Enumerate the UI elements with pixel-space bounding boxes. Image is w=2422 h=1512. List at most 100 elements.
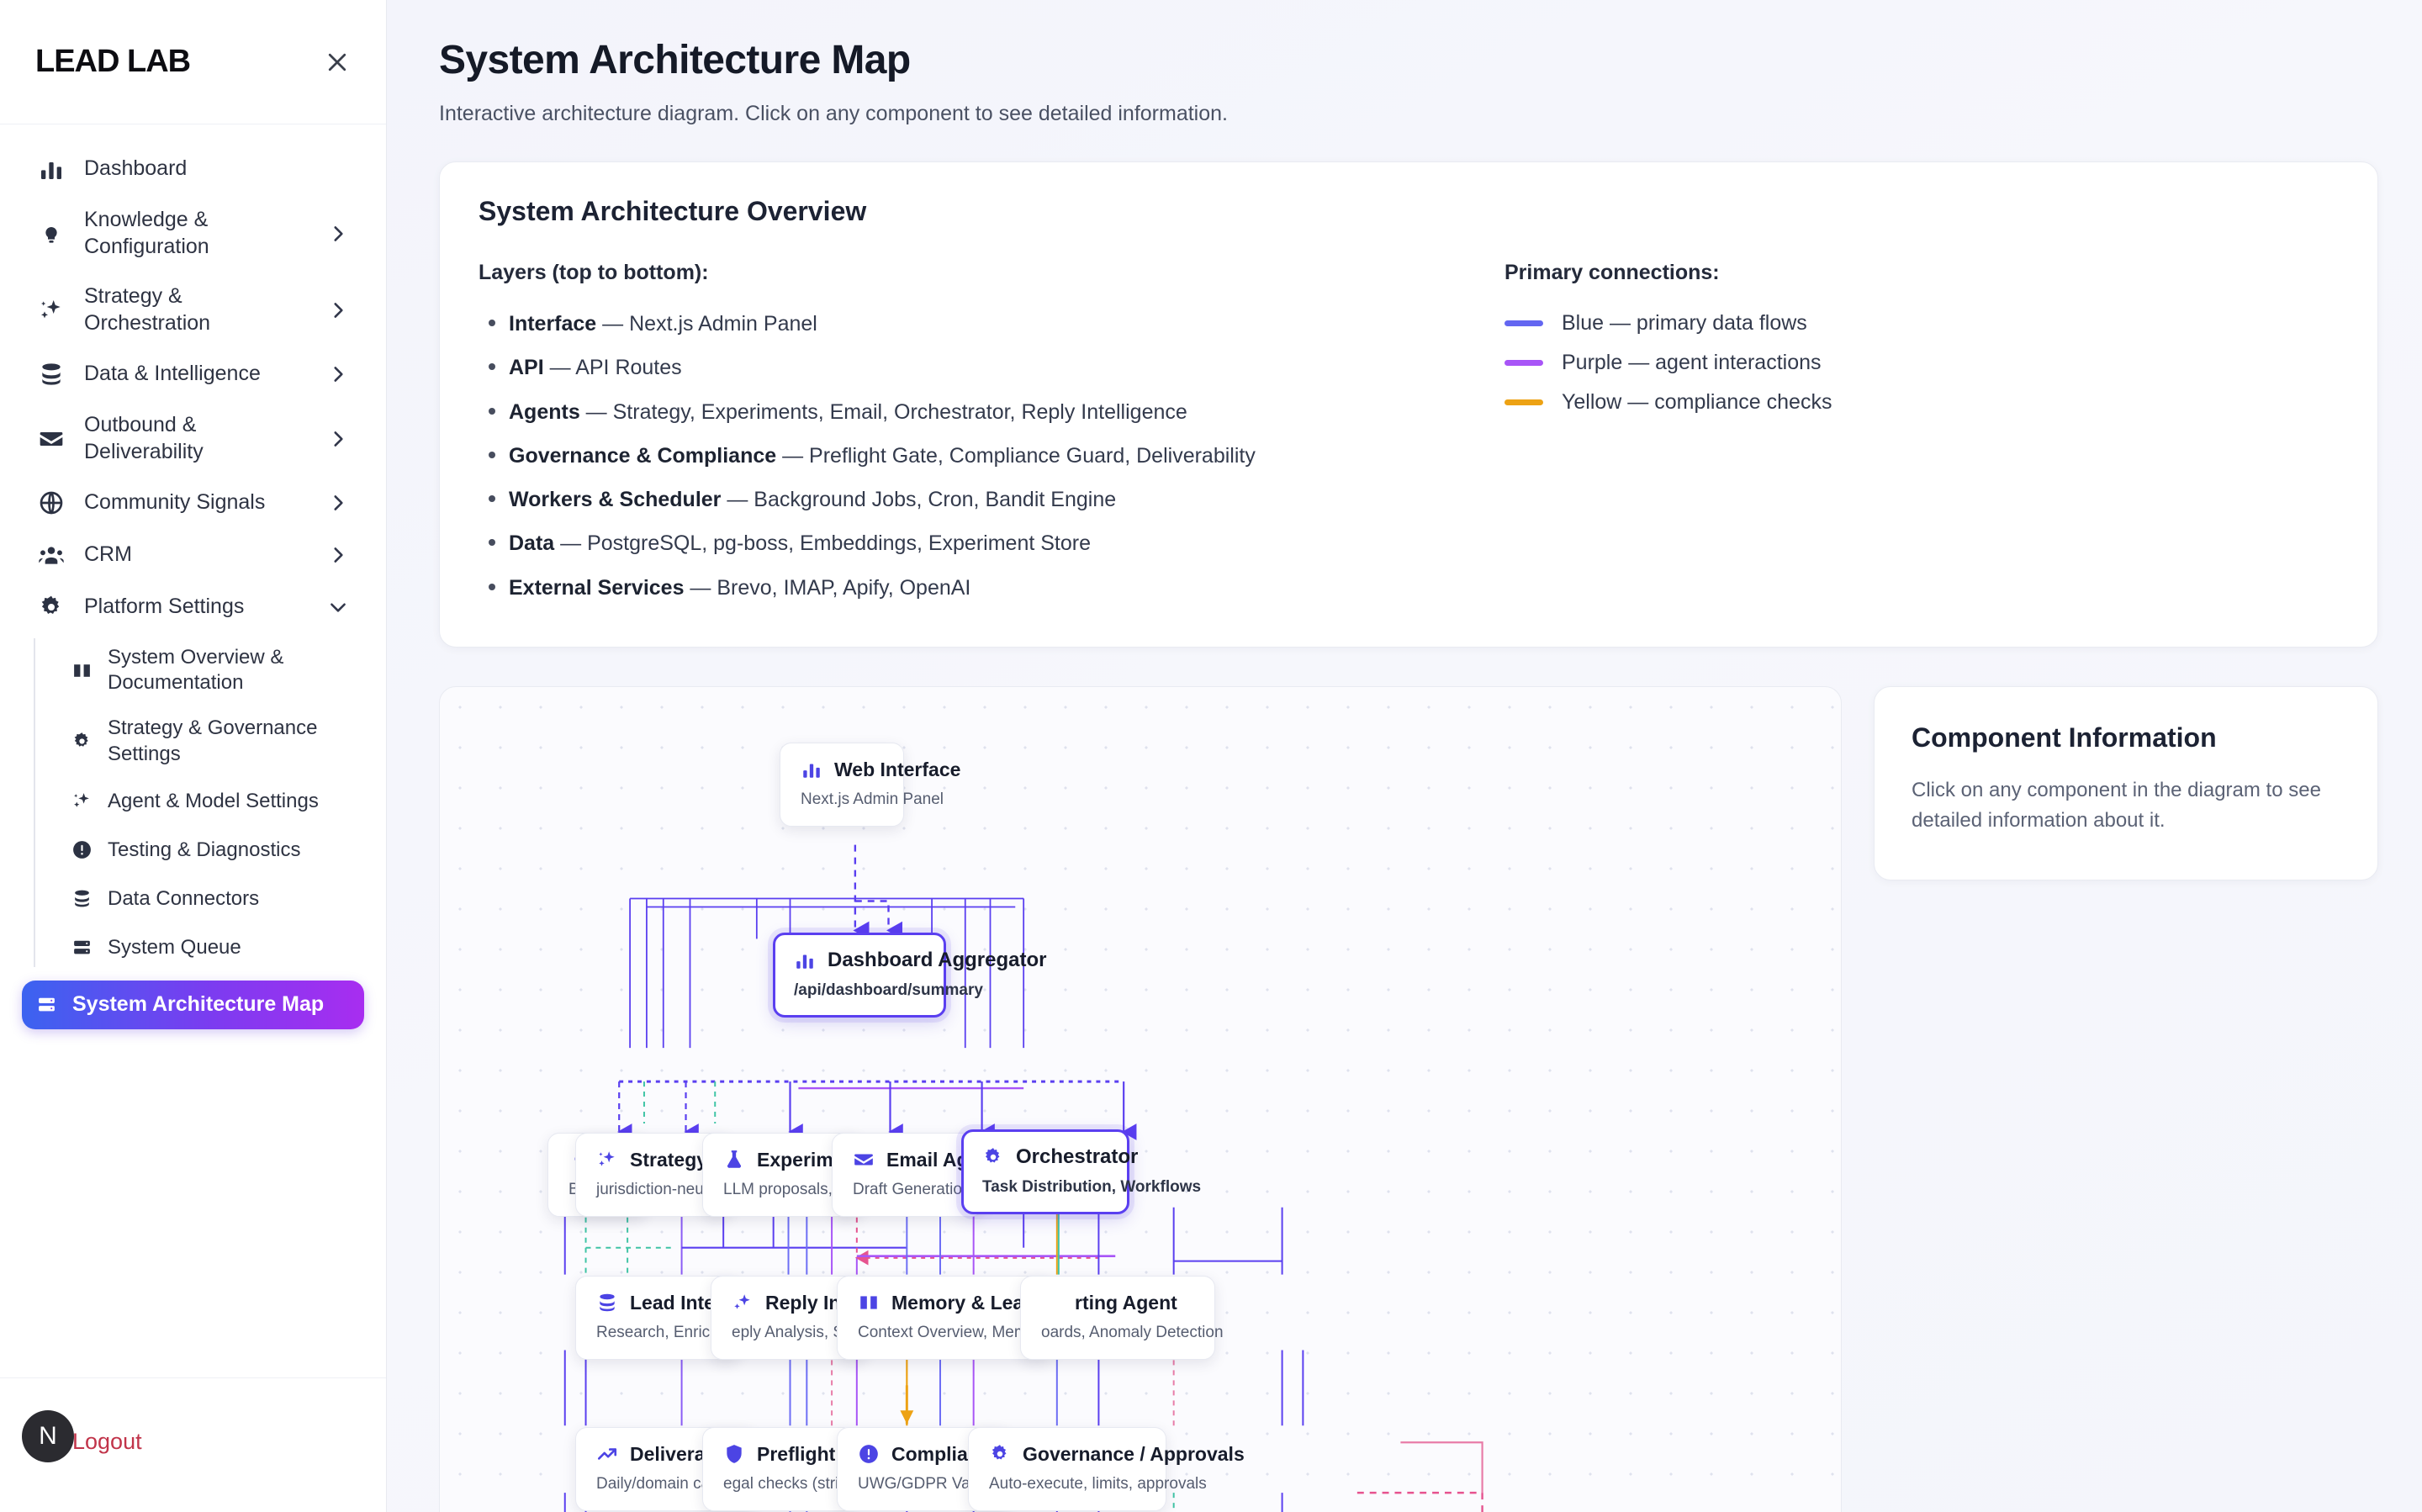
diagram-node-reporting-agent[interactable]: rting Agent oards, Anomaly Detection: [1020, 1275, 1224, 1360]
logout-button[interactable]: Logout: [72, 1429, 142, 1454]
trending-up-icon: [596, 1443, 618, 1465]
connections-legend: Blue — primary data flows Purple — agent…: [1504, 304, 2339, 422]
chevron-down-icon: [327, 596, 349, 618]
database-icon: [37, 360, 66, 389]
legend-swatch-yellow: [1504, 399, 1543, 405]
chevron-right-icon: [327, 223, 349, 245]
sidebar-item-label: CRM: [84, 542, 132, 567]
sidebar-item-outbound-deliverability[interactable]: Outbound & Deliverability: [22, 400, 364, 477]
diagram-inner: Web Interface Next.js Admin Panel Dashbo…: [440, 687, 1841, 1512]
bar-chart-icon: [794, 949, 816, 971]
alert-circle-icon: [71, 839, 93, 861]
globe-icon: [37, 489, 66, 517]
page-title: System Architecture Map: [439, 38, 911, 82]
close-icon[interactable]: [319, 44, 356, 81]
main-content: System Architecture Map Interactive arch…: [387, 0, 2422, 1512]
server-icon: [35, 994, 57, 1016]
sidebar-item-data-intelligence[interactable]: Data & Intelligence: [22, 348, 364, 400]
shield-icon: [723, 1443, 745, 1465]
chevron-right-icon: [327, 428, 349, 450]
chevron-right-icon: [327, 363, 349, 385]
sidebar-item-data-connectors[interactable]: Data Connectors: [57, 875, 364, 923]
info-panel-body: Click on any component in the diagram to…: [1912, 778, 2321, 832]
diagram-node-preflight-gate[interactable]: Preflight Gate egal checks (strict/warn/…: [702, 1426, 912, 1511]
node-title: Web Interface: [834, 758, 961, 780]
layers-list: Interface — Next.js Admin Panel API — AP…: [479, 302, 1454, 610]
node-desc: Auto-execute, limits, approvals: [989, 1474, 1207, 1493]
sidebar-nav: Dashboard Knowledge & Configuration Stra…: [0, 124, 386, 1377]
sidebar-item-system-architecture-map[interactable]: System Architecture Map: [22, 980, 364, 1029]
sidebar-item-dashboard[interactable]: Dashboard: [22, 143, 364, 195]
sidebar-item-label: Data & Intelligence: [84, 362, 261, 386]
sidebar-item-testing-diagnostics[interactable]: Testing & Diagnostics: [57, 826, 364, 875]
node-desc: /api/dashboard/summary: [794, 981, 983, 999]
connections-heading: Primary connections:: [1504, 261, 1720, 284]
sidebar-item-label: Knowledge & Configuration: [84, 208, 209, 258]
connections-column: Primary connections: Blue — primary data…: [1454, 261, 2339, 610]
node-desc: LLM proposals, guardrails, en: [723, 1180, 934, 1198]
sidebar-item-community-signals[interactable]: Community Signals: [22, 477, 364, 529]
lightbulb-icon: [37, 219, 66, 248]
legend-label: Purple — agent interactions: [1562, 351, 1822, 374]
legend-row: Blue — primary data flows: [1504, 304, 2339, 343]
node-desc: Context Overview, Memory Graph, Tone: [858, 1323, 1142, 1341]
legend-label: Blue — primary data flows: [1562, 311, 1807, 335]
envelope-icon: [853, 1149, 875, 1171]
sparkles-icon: [596, 1149, 618, 1171]
architecture-diagram-canvas[interactable]: Web Interface Next.js Admin Panel Dashbo…: [439, 685, 1842, 1512]
sidebar-item-strategy-governance-settings[interactable]: Strategy & Governance Settings: [57, 706, 364, 776]
gear-icon: [982, 1146, 1004, 1168]
sidebar-subitem-label: Data Connectors: [108, 886, 260, 910]
avatar[interactable]: N: [22, 1410, 74, 1462]
book-icon: [71, 659, 93, 681]
users-icon: [37, 541, 66, 569]
sidebar-item-system-queue[interactable]: System Queue: [57, 923, 364, 972]
diagram-node-orchestrator[interactable]: Orchestrator Task Distribution, Workflow…: [961, 1129, 1201, 1214]
envelope-icon: [37, 425, 66, 453]
node-desc: Research, Enrichment, Dedupe: [596, 1323, 820, 1341]
chevron-right-icon: [327, 299, 349, 321]
sidebar-item-label: Community Signals: [84, 490, 266, 515]
bar-chart-icon: [801, 759, 822, 780]
sidebar-subitem-label: Strategy & Governance Settings: [108, 716, 318, 765]
sidebar-item-platform-settings[interactable]: Platform Settings: [22, 581, 364, 633]
sidebar-subitem-label: System Overview & Documentation: [108, 646, 284, 695]
layer-item: Agents — Strategy, Experiments, Email, O…: [479, 390, 1454, 434]
diagram-node-governance-approvals[interactable]: Governance / Approvals Auto-execute, lim…: [968, 1426, 1245, 1511]
bar-chart-icon: [37, 155, 66, 183]
sidebar-active-label: System Architecture Map: [72, 992, 325, 1017]
layer-item: Workers & Scheduler — Background Jobs, C…: [479, 478, 1454, 521]
legend-swatch-blue: [1504, 320, 1543, 326]
node-desc: jurisdiction-neutral plan v10,: [596, 1180, 796, 1198]
diagram-node-dashboard-aggregator[interactable]: Dashboard Aggregator /api/dashboard/summ…: [773, 932, 1046, 1018]
sidebar-item-agent-model-settings[interactable]: Agent & Model Settings: [57, 777, 364, 826]
node-desc: Next.js Admin Panel: [801, 790, 944, 808]
sidebar-item-crm[interactable]: CRM: [22, 529, 364, 581]
sidebar-header: LEAD LAB: [0, 0, 386, 124]
layer-item: Governance & Compliance — Preflight Gate…: [479, 434, 1454, 478]
node-desc: Draft Generation, Personaliza: [853, 1180, 1064, 1198]
sidebar-item-knowledge-configuration[interactable]: Knowledge & Configuration: [22, 195, 364, 272]
legend-swatch-purple: [1504, 360, 1543, 366]
sidebar-subitem-label: System Queue: [108, 935, 241, 959]
sparkles-small-icon: [71, 790, 93, 812]
layers-heading: Layers (top to bottom):: [479, 261, 709, 284]
component-information-panel: Component Information Click on any compo…: [1874, 685, 2378, 880]
gear-small-icon: [71, 731, 93, 753]
diagram-edges: [563, 844, 1483, 1512]
sidebar-subitem-label: Agent & Model Settings: [108, 789, 319, 812]
sparkles-icon: [732, 1292, 754, 1314]
overview-title: System Architecture Overview: [479, 196, 867, 226]
diagram-node-web-interface[interactable]: Web Interface Next.js Admin Panel: [780, 742, 960, 827]
node-title: Dashboard Aggregator: [828, 948, 1047, 971]
sidebar-item-label: Platform Settings: [84, 595, 245, 619]
node-desc: eply Analysis, Sequence Co: [732, 1323, 930, 1341]
chevron-right-icon: [327, 492, 349, 514]
sidebar-item-label: Outbound & Deliverability: [84, 413, 204, 463]
sparkles-icon: [37, 296, 66, 325]
sidebar-item-strategy-orchestration[interactable]: Strategy & Orchestration: [22, 272, 364, 348]
diagram-node-email-agent[interactable]: Email Agent Draft Generation, Personaliz…: [832, 1132, 1064, 1217]
brand-logo: LEAD LAB: [35, 44, 191, 79]
sidebar-item-system-overview-documentation[interactable]: System Overview & Documentation: [57, 635, 364, 706]
